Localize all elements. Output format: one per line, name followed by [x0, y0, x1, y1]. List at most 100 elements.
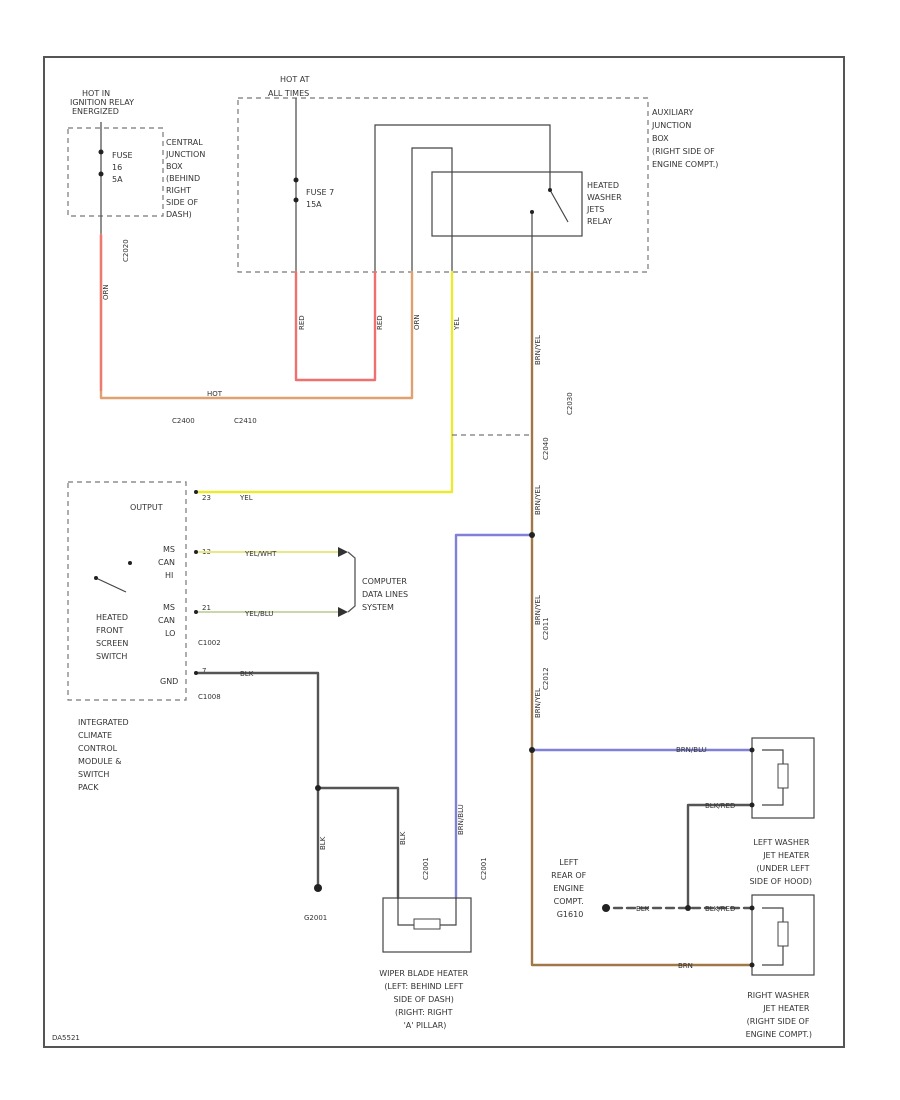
right-washer-jet-heater: [751, 894, 815, 976]
connector-c2012: C2012: [542, 667, 550, 690]
connector-c2040: C2040: [542, 437, 550, 460]
left-washer-heater-label: LEFT WASHER JET HEATER (UNDER LEFT SIDE …: [749, 838, 812, 886]
wire-label-red-2: RED: [376, 315, 384, 330]
can-hi-terminal: [194, 550, 198, 554]
connector-c2400: C2400: [172, 417, 195, 425]
relay-switch-contact: [549, 189, 569, 223]
splice-upper: [529, 532, 535, 538]
wire-label-hot: HOT: [207, 390, 223, 398]
auxiliary-junction-box-label: AUXILIARY JUNCTION BOX (RIGHT SIDE OF EN…: [651, 108, 718, 169]
diagram-border: [43, 56, 845, 1048]
splice-lower: [529, 747, 535, 753]
right-washer-heater-label: RIGHT WASHER JET HEATER (RIGHT SIDE OF E…: [746, 991, 812, 1039]
heated-switch-contact: [95, 577, 127, 593]
wire-label-blk-top: BLK: [240, 670, 254, 678]
hot-all-times-label: HOT AT ALL TIMES: [268, 75, 312, 98]
switch-pivot-left: [94, 576, 98, 580]
red-loop-wire: [294, 270, 377, 382]
wire-label-blk-red-left: BLK/RED: [705, 802, 735, 810]
gnd-pin-label: GND: [160, 677, 178, 686]
computer-data-label: COMPUTER DATA LINES SYSTEM: [362, 577, 411, 612]
pin-23: 23: [202, 494, 211, 502]
right-heater-top-lead: [762, 907, 784, 922]
wire-label-brn-yel-4: BRN/YEL: [534, 688, 542, 718]
right-heater-pin1: [749, 905, 755, 911]
connector-c2011: C2011: [542, 617, 550, 640]
fuse7-label: FUSE 7 15A: [306, 188, 337, 209]
wire-label-brn-yel-3: BRN/YEL: [534, 595, 542, 625]
black-ground-wire: [194, 671, 320, 890]
wire-label-yel-blu: YEL/BLU: [244, 610, 273, 618]
can-lo-terminal: [194, 610, 198, 614]
wiper-blade-heater: [382, 897, 472, 953]
wire-label-brn-blu-heater: BRN/BLU: [676, 746, 707, 754]
left-heater-pin2: [749, 802, 755, 808]
black-red-left-ground-wire: [686, 803, 754, 910]
ground-point-g2001: [314, 884, 322, 892]
wire-label-blk-red-right: BLK/RED: [705, 905, 735, 913]
wire-label-brn-yel-1: BRN/YEL: [534, 335, 542, 365]
relay-contact-bottom: [530, 210, 534, 214]
pin-21: 21: [202, 604, 211, 612]
left-heater-pin1: [749, 747, 755, 753]
output-terminal: [194, 490, 198, 494]
connector-c2020: C2020: [122, 239, 130, 262]
pin-7: 7: [202, 667, 206, 675]
wiper-heater-resistor: [413, 918, 441, 930]
wire-label-blk-wiper: BLK: [399, 831, 407, 845]
wire-label-yel-vertical: YEL: [453, 317, 461, 331]
ground-point-label: LEFT REAR OF ENGINE COMPT. G1610: [551, 858, 589, 919]
heated-switch-label: HEATED FRONT SCREEN SWITCH: [96, 613, 131, 661]
auxiliary-junction-box: [237, 97, 649, 273]
black-wiper-wire: [316, 786, 400, 900]
right-heater-pin2: [749, 962, 755, 968]
can-lo-arrow: [338, 607, 348, 617]
wire-label-blk-ground-heaters: BLK: [636, 905, 650, 913]
wiper-heater-label: WIPER BLADE HEATER (LEFT: BEHIND LEFT SI…: [379, 969, 471, 1030]
relay-coil-feed-line: [411, 147, 453, 272]
connector-c1008: C1008: [198, 693, 221, 701]
left-washer-jet-heater: [751, 737, 815, 819]
fuse7-top-terminal: [293, 177, 299, 183]
gnd-terminal: [194, 671, 198, 675]
connector-c2001-left: C2001: [422, 857, 430, 880]
wire-label-red-1: RED: [298, 315, 306, 330]
blue-wiper-wire: [454, 533, 534, 900]
relay-contact-top: [548, 188, 552, 192]
fuse16-bottom-terminal: [98, 171, 104, 177]
switch-pivot-right: [128, 561, 132, 565]
can-hi-arrow: [338, 547, 348, 557]
output-pin-label: OUTPUT: [130, 503, 163, 512]
right-heater-resistor: [777, 921, 789, 947]
wire-label-brn-yel-2: BRN/YEL: [534, 485, 542, 515]
footer-code: DA5521: [52, 1034, 80, 1042]
orange-hot-wire: [99, 233, 414, 400]
heated-washer-relay: [431, 171, 583, 237]
left-heater-resistor: [777, 763, 789, 789]
wire-label-yel-horizontal: YEL: [239, 494, 253, 502]
left-heater-top-lead: [762, 749, 784, 764]
ground-label-g2001: G2001: [304, 914, 327, 922]
fuse16-label: FUSE 16 5A: [112, 151, 135, 184]
right-heater-bottom-lead: [762, 946, 784, 966]
connector-c1002: C1002: [198, 639, 221, 647]
connector-c2030: C2030: [566, 392, 574, 415]
ms-can-hi-label: MS CAN HI: [158, 545, 178, 580]
ms-can-lo-label: MS CAN LO: [158, 603, 178, 638]
wire-label-orn-left: ORN: [102, 284, 110, 300]
ground-point-g1610: [602, 904, 610, 912]
fuse16-top-terminal: [98, 149, 104, 155]
splice-ground-heaters: [685, 905, 691, 911]
wire-label-yel-wht: YEL/WHT: [244, 550, 277, 558]
heated-washer-relay-label: HEATED WASHER JETS RELAY: [586, 181, 624, 226]
left-heater-bottom-lead: [762, 788, 784, 806]
wire-label-orn-right: ORN: [413, 314, 421, 330]
fuse7-bottom-terminal: [293, 197, 299, 203]
relay-feed-line: [374, 124, 551, 272]
icc-module-box: [67, 481, 187, 701]
connector-c2410: C2410: [234, 417, 257, 425]
hot-ignition-label: HOT IN IGNITION RELAY ENERGIZED: [70, 89, 137, 116]
wire-label-brn: BRN: [678, 962, 693, 970]
brown-main-wire: [530, 270, 754, 967]
